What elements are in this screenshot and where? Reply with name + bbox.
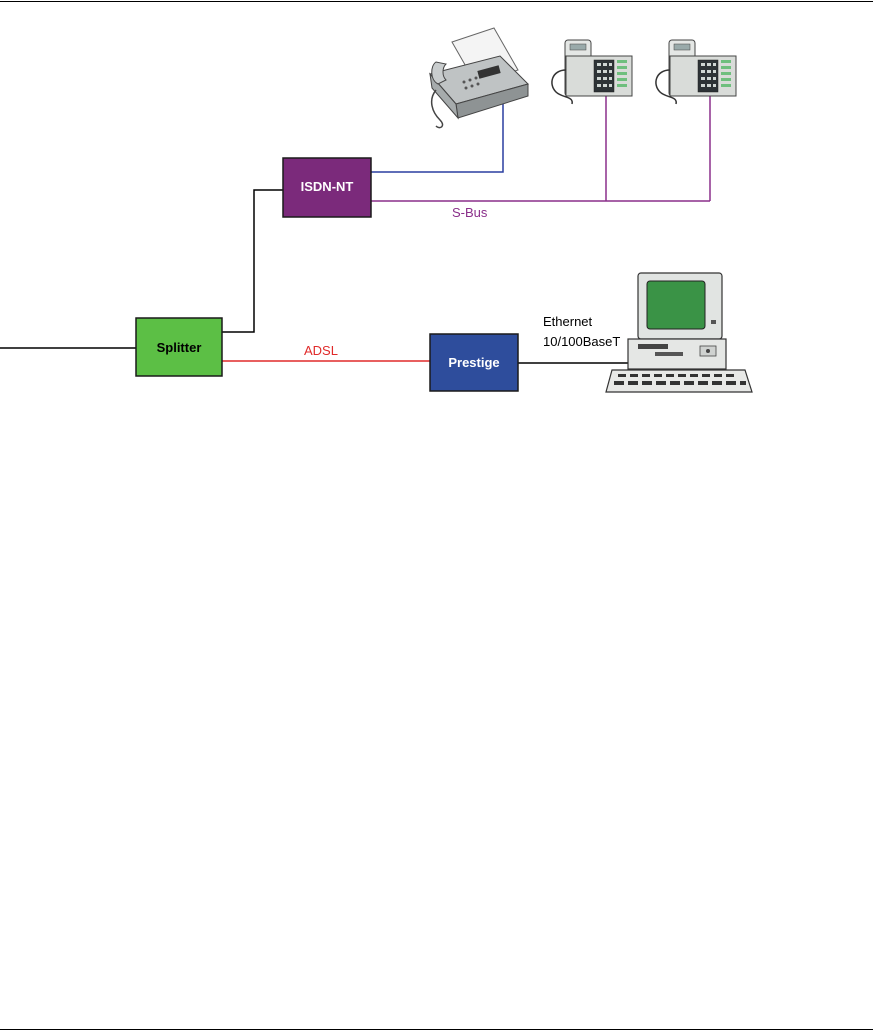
ethernet-label: Ethernet bbox=[543, 314, 593, 329]
ethernet-speed-label: 10/100BaseT bbox=[543, 334, 620, 349]
isdn-nt-label: ISDN-NT bbox=[301, 179, 354, 194]
fax-machine-icon bbox=[430, 28, 528, 128]
splitter-label: Splitter bbox=[157, 340, 202, 355]
adsl-label: ADSL bbox=[304, 343, 338, 358]
splitter-node: Splitter bbox=[136, 318, 222, 376]
isdn-nt-node: ISDN-NT bbox=[283, 158, 371, 217]
splitter-to-isdn-line bbox=[222, 190, 283, 332]
desk-phone-icon bbox=[656, 40, 736, 104]
prestige-label: Prestige bbox=[448, 355, 499, 370]
s-bus-label: S-Bus bbox=[452, 205, 488, 220]
desk-phone-icon bbox=[552, 40, 632, 104]
desktop-computer-icon bbox=[606, 273, 752, 392]
prestige-node: Prestige bbox=[430, 334, 518, 391]
